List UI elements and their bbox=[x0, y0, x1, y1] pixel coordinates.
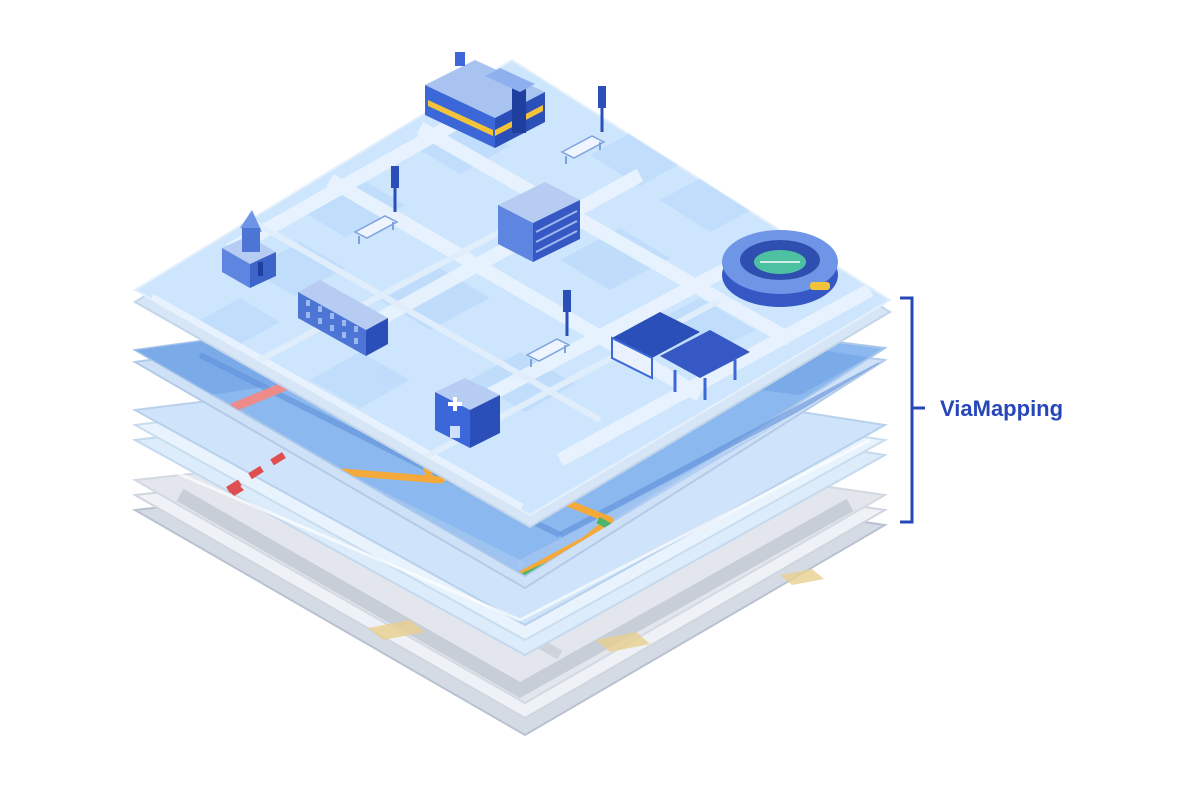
bench-icon bbox=[560, 135, 606, 164]
flag-icon bbox=[391, 166, 399, 212]
shopping-mall-icon bbox=[425, 52, 545, 148]
poi-layer bbox=[133, 52, 892, 529]
office-building-icon bbox=[498, 182, 580, 262]
bench-icon bbox=[353, 215, 399, 244]
bench-icon bbox=[525, 338, 571, 367]
viamapping-label: ViaMapping bbox=[940, 396, 1063, 421]
hospital-icon bbox=[435, 378, 500, 448]
flag-icon bbox=[563, 290, 571, 336]
church-icon bbox=[222, 210, 276, 288]
apartment-building-icon bbox=[298, 280, 388, 356]
flag-icon bbox=[598, 86, 606, 132]
stadium-icon bbox=[722, 230, 838, 307]
viamapping-bracket bbox=[900, 296, 925, 524]
gas-station-icon bbox=[611, 312, 750, 400]
